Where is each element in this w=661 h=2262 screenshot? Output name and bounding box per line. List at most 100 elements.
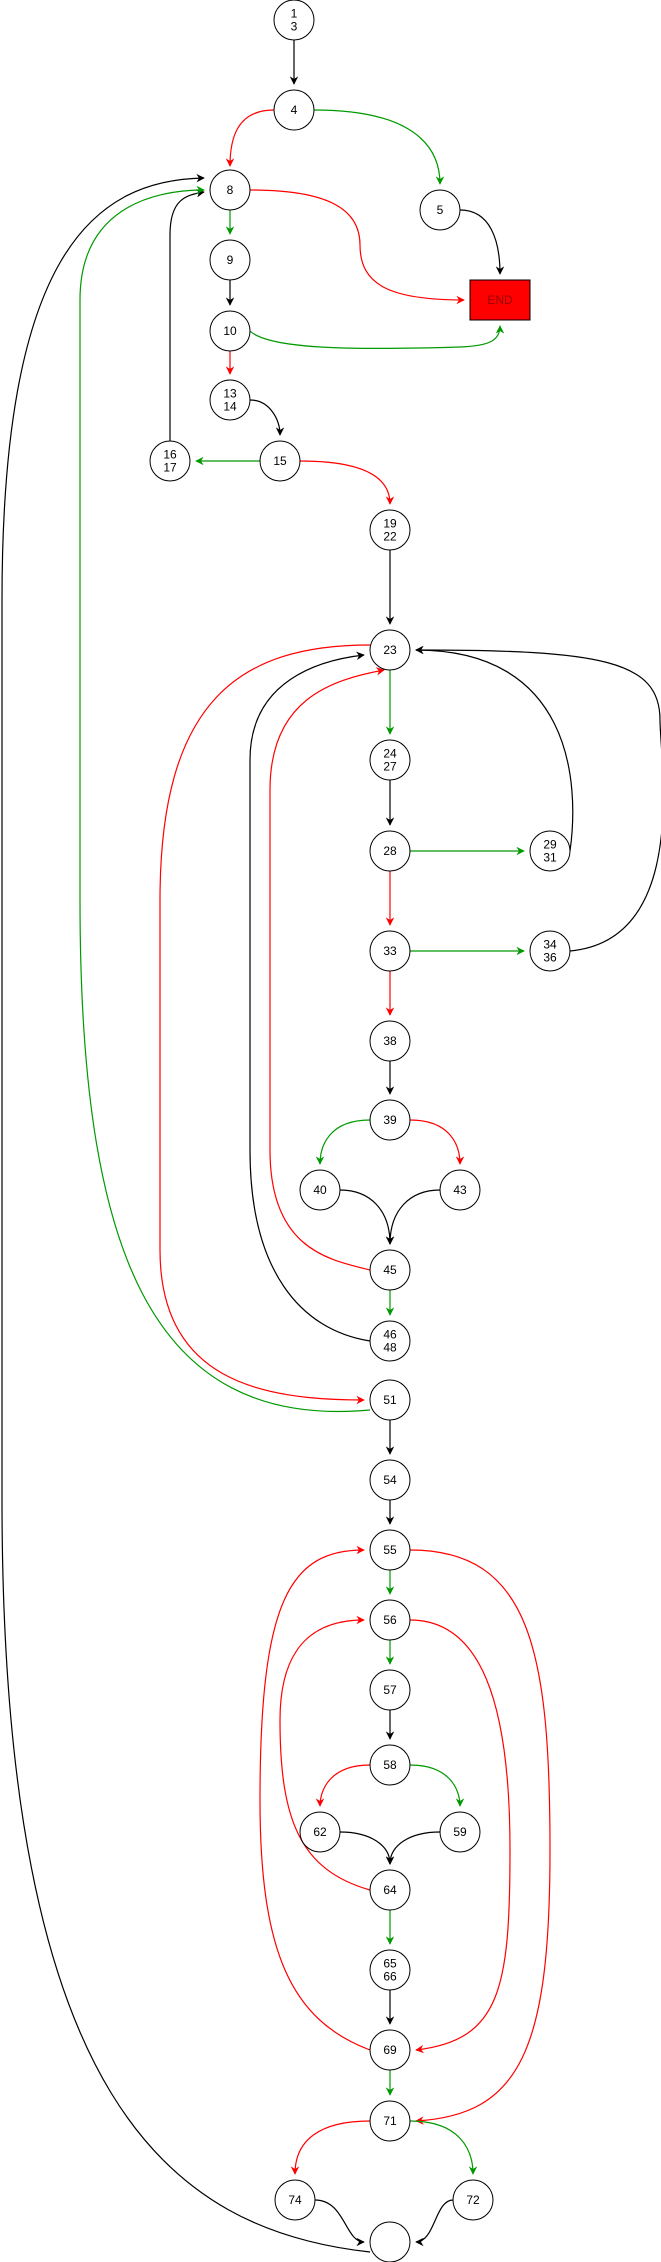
edge-n16-to-n8 bbox=[169, 189, 205, 441]
node-circle bbox=[209, 169, 251, 211]
node-circle bbox=[369, 830, 411, 872]
node-circle bbox=[369, 2221, 411, 2262]
edge-n55-to-n71 bbox=[409, 1549, 551, 2125]
node-label: 51 bbox=[383, 1393, 397, 1407]
node-label: 36 bbox=[543, 951, 557, 965]
node-23: 23 bbox=[369, 629, 411, 671]
end-node-label: END bbox=[487, 293, 513, 307]
edge-n74-to-nExit bbox=[314, 2199, 365, 2247]
node-69: 69 bbox=[369, 2029, 411, 2071]
edge-n58-to-n62 bbox=[315, 1764, 371, 1807]
edge-n56-to-n69 bbox=[409, 1619, 511, 2054]
node-label: 13 bbox=[223, 387, 237, 401]
node-circle bbox=[369, 1869, 411, 1911]
node-circle bbox=[209, 310, 251, 352]
edge-n46-to-n23 bbox=[249, 651, 371, 1342]
node-circle bbox=[369, 2029, 411, 2071]
node-label: 62 bbox=[313, 1825, 327, 1839]
node-label: 15 bbox=[273, 454, 287, 468]
node-circle bbox=[369, 1099, 411, 1141]
node-label: 66 bbox=[383, 1970, 397, 1984]
node-label: 69 bbox=[383, 2043, 397, 2057]
node-label: 17 bbox=[163, 461, 177, 475]
edge-n10-to-end bbox=[249, 325, 505, 350]
node-15: 15 bbox=[259, 440, 301, 482]
node-label: 64 bbox=[383, 1883, 397, 1897]
edge-n72-to-nExit bbox=[415, 2199, 454, 2247]
node-circle bbox=[259, 440, 301, 482]
node-label: 19 bbox=[383, 517, 397, 531]
node-label: 5 bbox=[437, 203, 444, 217]
edge-n29-to-n23 bbox=[415, 645, 574, 852]
node-circle bbox=[299, 1811, 341, 1853]
node-43: 43 bbox=[439, 1169, 481, 1211]
end-node: END bbox=[469, 279, 531, 321]
node-5: 5 bbox=[419, 189, 461, 231]
node-label: 29 bbox=[543, 838, 557, 852]
node-33: 33 bbox=[369, 930, 411, 972]
node-label: 33 bbox=[383, 944, 397, 958]
node-71: 71 bbox=[369, 2100, 411, 2142]
node-label: 10 bbox=[223, 324, 237, 338]
node-4: 4 bbox=[273, 89, 315, 131]
node-51: 51 bbox=[369, 1379, 411, 1421]
node-circle bbox=[369, 509, 411, 551]
edge-n5-to-end bbox=[459, 209, 505, 275]
node-circle bbox=[369, 1529, 411, 1571]
node-label: 55 bbox=[383, 1543, 397, 1557]
node-label: 59 bbox=[453, 1825, 467, 1839]
node-10: 10 bbox=[209, 310, 251, 352]
node-label: 14 bbox=[223, 400, 237, 414]
node-circle bbox=[369, 1249, 411, 1291]
node-39: 39 bbox=[369, 1099, 411, 1141]
edge-n13-to-n15 bbox=[249, 399, 285, 436]
node-circle bbox=[209, 379, 251, 421]
edge-nExit-to-n8 bbox=[1, 173, 371, 2253]
node-8: 8 bbox=[209, 169, 251, 211]
node-64: 64 bbox=[369, 1869, 411, 1911]
edge-n39-to-n40 bbox=[315, 1119, 371, 1165]
node-label: 65 bbox=[383, 1957, 397, 1971]
node-label: 23 bbox=[383, 643, 397, 657]
node-circle bbox=[529, 830, 571, 872]
node-circle bbox=[149, 440, 191, 482]
edge-n4-to-n5 bbox=[313, 109, 445, 185]
node-circle bbox=[369, 930, 411, 972]
edge-n69-to-n55 bbox=[259, 1545, 371, 2051]
node-circle bbox=[369, 1379, 411, 1421]
node-label: 72 bbox=[466, 2193, 480, 2207]
edge-n71-to-n74 bbox=[290, 2120, 371, 2175]
node-circle bbox=[369, 1599, 411, 1641]
node-74: 74 bbox=[274, 2179, 316, 2221]
node-circle bbox=[369, 1320, 411, 1362]
node-circle bbox=[529, 930, 571, 972]
node-1: 13 bbox=[273, 0, 315, 41]
node-circle bbox=[273, 89, 315, 131]
node-label: 16 bbox=[163, 448, 177, 462]
end-node-box bbox=[469, 279, 531, 321]
edge-n64-to-n56 bbox=[279, 1615, 371, 1891]
node-label: 39 bbox=[383, 1113, 397, 1127]
node-circle bbox=[369, 1459, 411, 1501]
node-label: 48 bbox=[383, 1341, 397, 1355]
node-label: 38 bbox=[383, 1034, 397, 1048]
edge-n71-to-n72 bbox=[409, 2120, 478, 2175]
node-55: 55 bbox=[369, 1529, 411, 1571]
edge-n34-to-n23 bbox=[415, 645, 661, 952]
node-54: 54 bbox=[369, 1459, 411, 1501]
node-label: 9 bbox=[227, 253, 234, 267]
node-label: 58 bbox=[383, 1758, 397, 1772]
node-label: 22 bbox=[383, 530, 397, 544]
edge-n43-to-n45 bbox=[385, 1189, 441, 1245]
node-circle bbox=[209, 239, 251, 281]
node-label: 27 bbox=[383, 760, 397, 774]
node-label: 71 bbox=[383, 2114, 397, 2128]
edge-n62-to-n64 bbox=[339, 1831, 395, 1865]
